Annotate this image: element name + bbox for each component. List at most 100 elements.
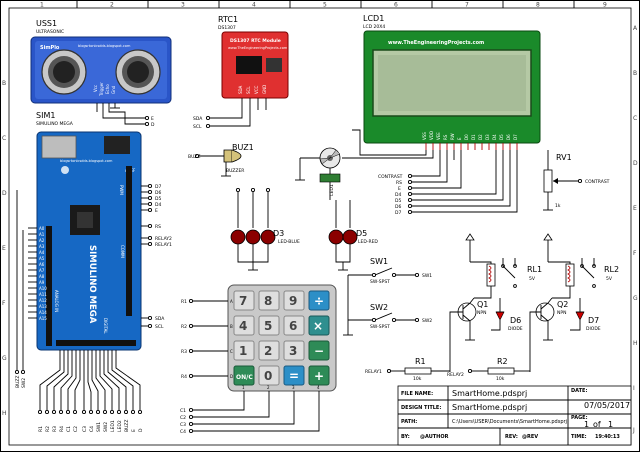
key-equals[interactable] — [283, 365, 305, 386]
tb-time: 19:40:13 — [595, 434, 620, 440]
key-7-label: 7 — [239, 294, 247, 308]
tb-design-label: DESIGN TITLE: — [401, 405, 441, 411]
fan-motor[interactable]: LED1 — [295, 147, 341, 200]
keypad-col-c1: C1 — [180, 408, 186, 414]
key-4[interactable] — [233, 315, 255, 336]
buz1-net: BUZZ — [188, 154, 200, 160]
rv1-potentiometer[interactable]: RV1 CONTRAST 1k — [543, 150, 610, 211]
key-7[interactable] — [233, 290, 255, 311]
buz1-buzzer[interactable]: BUZ1 BUZZ BUZZER — [188, 143, 254, 177]
lcd1-net-d5: D5 — [395, 198, 401, 204]
ruler-right-h: H — [633, 340, 638, 347]
sim1-analog: ANALOG IN — [54, 290, 59, 312]
key-5[interactable] — [258, 315, 280, 336]
lcd1-display[interactable]: LCD1 LCD 20X4 www.TheEngineeringProjects… — [342, 14, 541, 216]
keypad-row-r2: R2 — [181, 324, 187, 330]
keypad-col-num-1: 1 — [242, 385, 245, 390]
key-3[interactable] — [283, 340, 305, 361]
sim1-net-e: E — [155, 208, 158, 214]
ruler-top-4: 4 — [252, 2, 256, 9]
tb-page: 1 — [584, 420, 589, 429]
sim1-pwm: PWM — [119, 185, 124, 195]
sim1-net-d7: D7 — [155, 184, 161, 190]
key-divide[interactable] — [308, 290, 330, 311]
tb-date-label: DATE: — [571, 388, 587, 394]
key-minus[interactable] — [308, 340, 330, 361]
uss1-ultrasonic-sensor[interactable]: USS1 ULTRASONIC SimPlo blogsrtonicsdds.b… — [30, 19, 172, 128]
d7-ref: D7 — [588, 316, 599, 325]
q1-value: NPN — [477, 310, 486, 316]
sim1-net-d4: D4 — [155, 202, 161, 208]
sw2-ref: SW2 — [370, 303, 388, 312]
key-0[interactable] — [258, 365, 280, 386]
sw1-switch[interactable]: SW1 SW1 SW-SPST — [347, 257, 432, 290]
r2-ref: R2 — [497, 357, 508, 366]
key-1[interactable] — [233, 340, 255, 361]
lcd1-pin-d1: D1 — [471, 134, 476, 140]
key-2[interactable] — [258, 340, 280, 361]
d5-led-red[interactable]: D5 LED-RED — [328, 200, 378, 271]
key-6-label: 6 — [289, 319, 297, 333]
key-8[interactable] — [258, 290, 280, 311]
buz1-value: BUZZER — [226, 168, 244, 174]
d3-led-blue[interactable]: D3 LED-BLUE — [230, 187, 300, 271]
r2-resistor[interactable]: R2 10k RELAY2 — [447, 357, 530, 382]
lcd1-pin-vdd: VDD — [429, 131, 434, 140]
rtc1-site: www.TheEngineeringProjects.com — [228, 46, 288, 50]
tb-date: 07/05/2017 — [584, 401, 630, 410]
q1-ref: Q1 — [477, 300, 488, 309]
sw1-ref: SW1 — [370, 257, 388, 266]
sim1-ref: SIM1 — [36, 111, 55, 120]
sim1-bus-c4: C4 — [89, 426, 95, 432]
lcd1-pin-vss: VSS — [422, 132, 427, 140]
rtc1-pin-gnd: GND — [262, 85, 267, 94]
key-plus[interactable] — [308, 365, 330, 386]
sim1-net-left-buzz: BUZZ — [15, 376, 21, 388]
tb-rev: @REV — [522, 434, 538, 440]
sim1-bus-r2: R2 — [45, 426, 51, 432]
lcd1-ref: LCD1 — [363, 14, 384, 23]
key-1-label: 1 — [239, 344, 247, 358]
sim1-pin-a2: A2 — [39, 238, 45, 243]
sim1-bottom-bus — [37, 350, 143, 415]
sim1-pin-a1: A1 — [39, 232, 45, 237]
r1-resistor[interactable]: R1 10k RELAY1 — [365, 357, 450, 382]
ruler-right-g: G — [633, 295, 638, 302]
rv1-value: 1k — [555, 203, 561, 209]
uss1-pin-echo: Echo — [105, 84, 110, 94]
sim1-bus-c2: C2 — [73, 426, 79, 432]
key-multiply[interactable] — [308, 315, 330, 336]
rtc1-module[interactable]: RTC1 DS1307 DS1307 RTC Module www.TheEng… — [193, 15, 289, 130]
relay-circuits[interactable]: RL1 5V Q1 NPN D6 DIODE RL2 5V — [449, 233, 619, 372]
keypad-col-c3: C3 — [180, 422, 186, 428]
ruler-left-h: H — [2, 410, 7, 417]
key-on-c[interactable] — [233, 365, 255, 386]
lcd1-pin-d7: D7 — [513, 134, 518, 140]
sim1-pin-a15: A15 — [39, 316, 47, 321]
keypad-col-c4: C4 — [180, 429, 186, 435]
keypad[interactable]: R1 R2 R3 R4 A B C D C1 C2 C3 C4 1 2 3 4 … — [180, 284, 337, 435]
sim1-arduino-mega[interactable]: SIM1 SIMULINO MEGA blogsrtonicsdds.blogs… — [14, 111, 172, 432]
sim1-pin-a0: A0 — [39, 226, 45, 231]
ruler-right-j: J — [632, 427, 635, 434]
r1-value: 10k — [413, 376, 422, 382]
sw2-net: SW2 — [422, 318, 432, 324]
sim1-net-d6: D6 — [155, 190, 161, 196]
key-6[interactable] — [283, 315, 305, 336]
key-9[interactable] — [283, 290, 305, 311]
rl1-value: 5V — [529, 276, 536, 282]
key-plus-label: + — [314, 369, 324, 383]
ruler-right-i: I — [633, 385, 635, 392]
q2-value: NPN — [557, 310, 566, 316]
tb-by-label: BY: — [401, 434, 410, 440]
keypad-col-num-3: 3 — [292, 385, 295, 390]
sim1-bus-sw2: SW2 — [103, 422, 109, 432]
key-3-label: 3 — [289, 344, 297, 358]
sim1-pin-a10: A10 — [39, 286, 47, 291]
key-multiply-label: × — [313, 319, 323, 333]
keypad-col-num-2: 2 — [267, 385, 270, 390]
uss1-net-e: E — [151, 116, 154, 122]
sw2-switch[interactable]: SW2 SW2 SW-SPST — [343, 290, 432, 336]
